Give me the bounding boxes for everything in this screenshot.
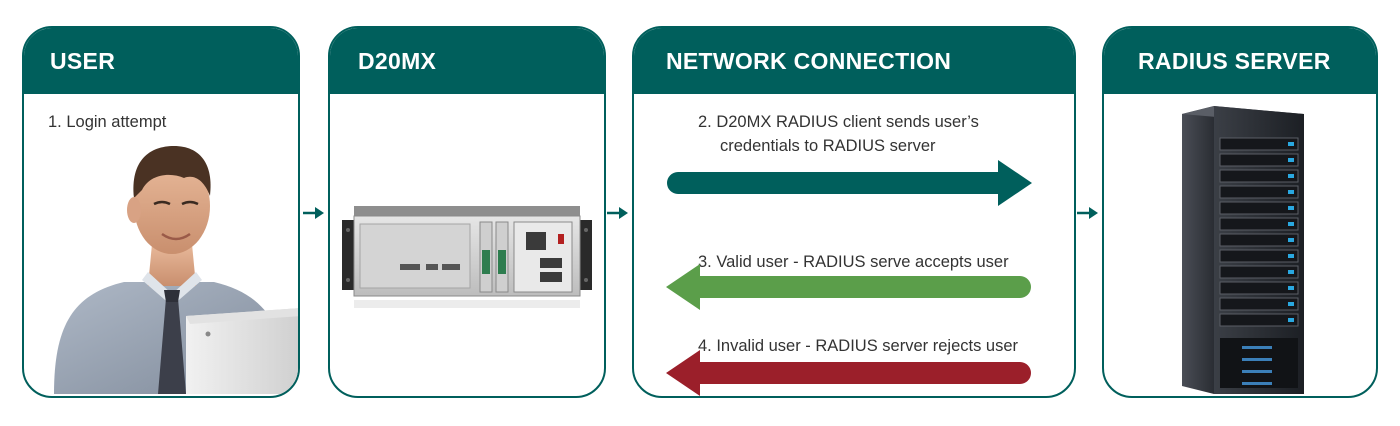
user-photo [54,146,298,394]
radius-panel-header: RADIUS SERVER [1104,28,1376,94]
network-panel-header: NETWORK CONNECTION [634,28,1074,94]
connector-arrow-3 [1076,205,1100,221]
accept-user-arrow [666,264,1031,310]
radius-server-image [1182,106,1304,394]
d20mx-panel: D20MX [328,26,606,398]
user-panel: USER 1. Login attempt [22,26,300,398]
step4-text: 4. Invalid user - RADIUS server rejects … [698,337,1019,355]
user-panel-header: USER [24,28,298,94]
login-attempt-label: 1. Login attempt [48,113,167,131]
network-panel-body: 2. D20MX RADIUS client sends user’s cred… [634,94,1074,396]
d20mx-device-image [342,206,592,308]
send-credentials-arrow [667,160,1032,206]
connector-arrow-2 [606,205,630,221]
reject-user-arrow [666,350,1031,396]
user-panel-body: 1. Login attempt [24,94,298,396]
step2-text-line2: credentials to RADIUS server [720,137,936,155]
network-panel-title: NETWORK CONNECTION [666,47,952,74]
radius-panel-title: RADIUS SERVER [1138,47,1331,74]
radius-panel-body [1104,94,1376,396]
d20mx-panel-title: D20MX [358,47,437,74]
d20mx-panel-body [330,94,604,396]
radius-panel: RADIUS SERVER [1102,26,1378,398]
network-panel: NETWORK CONNECTION 2. D20MX RADIUS clien… [632,26,1076,398]
user-panel-title: USER [50,47,116,74]
connector-arrow-1 [302,205,326,221]
d20mx-panel-header: D20MX [330,28,604,94]
step2-text-line1: 2. D20MX RADIUS client sends user’s [698,113,979,131]
step3-text: 3. Valid user - RADIUS serve accepts use… [698,253,1009,271]
